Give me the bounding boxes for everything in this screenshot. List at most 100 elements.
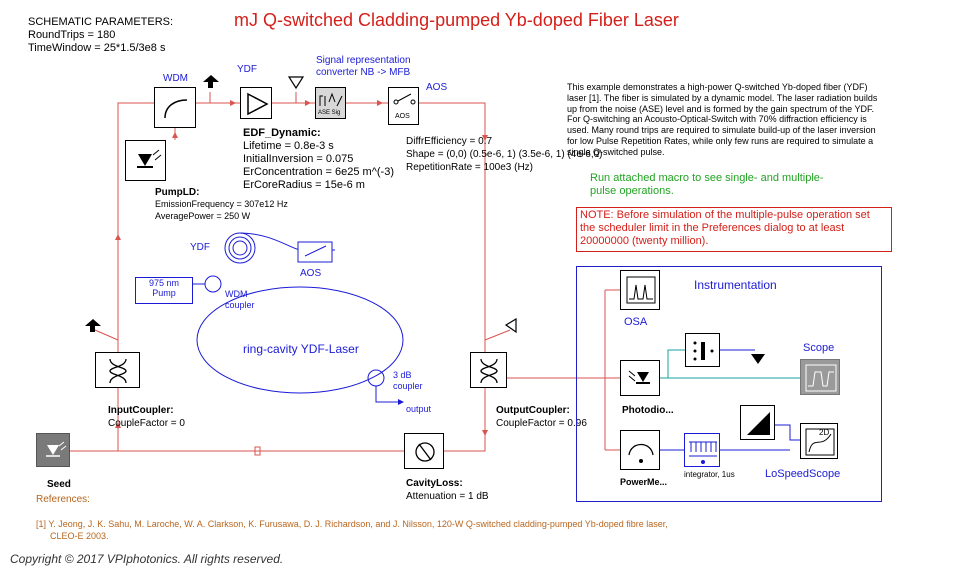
wdm-label: WDM	[163, 73, 188, 84]
ramp-component[interactable]	[740, 405, 775, 440]
aos-shape: Shape = (0,0) (0.5e-6, 1) (3.5e-6, 1) (4…	[406, 149, 603, 160]
amplifier-triangle-icon	[247, 92, 269, 116]
edf-initial-inversion: InitialInversion = 0.075	[243, 153, 354, 165]
instrumentation-box	[576, 266, 882, 502]
ring-wdm-label-1: WDM	[225, 289, 248, 299]
port-arrow-up-icon[interactable]	[202, 74, 220, 90]
osa-component[interactable]	[620, 270, 660, 310]
ring-coupler-label-2: coupler	[393, 381, 423, 391]
note-box: NOTE: Before simulation of the multiple-…	[576, 207, 892, 252]
wdm-icon	[164, 99, 188, 119]
powermeter-label: PowerMe...	[620, 477, 668, 487]
pump-ld-component[interactable]	[125, 140, 166, 181]
output-coupler-factor: CoupleFactor = 0.96	[496, 418, 587, 429]
seed-component[interactable]	[36, 433, 70, 467]
reference-line-2: CLEO-E 2003.	[50, 531, 109, 541]
powermeter-component[interactable]	[620, 430, 660, 470]
macro-hint-line-1[interactable]: Run attached macro to see single- and mu…	[590, 172, 824, 184]
signal-converter-component[interactable]: ASE Sig	[315, 87, 346, 119]
aos-component[interactable]: AOS	[388, 87, 419, 125]
wdm-component[interactable]	[154, 87, 196, 128]
pump-average-power: AveragePower = 250 W	[155, 211, 251, 221]
macro-hint-line-2[interactable]: pulse operations.	[590, 185, 674, 197]
ring-cavity-title: ring-cavity YDF-Laser	[243, 342, 359, 356]
lowspeed-scope-component[interactable]: 2D	[800, 423, 838, 459]
seed-laser-icon	[46, 441, 67, 457]
signal-converter-label-1: Signal representation	[316, 55, 411, 66]
scope-label: Scope	[803, 342, 835, 354]
ring-pump-line-1: 975 nm	[148, 278, 180, 288]
photodiode-component[interactable]	[620, 360, 660, 396]
instrumentation-title: Instrumentation	[694, 278, 777, 292]
round-trips-param: RoundTrips = 180	[28, 29, 116, 41]
instrument-wires	[660, 349, 800, 379]
scope-component[interactable]	[800, 359, 840, 395]
cavity-loss-attenuation: Attenuation = 1 dB	[406, 491, 489, 502]
attenuator-icon	[415, 442, 435, 462]
photodiode-icon	[628, 370, 650, 384]
output-branch-wires	[507, 289, 620, 451]
ase-sig-text: ASE Sig	[318, 110, 341, 116]
cavity-loss-name: CavityLoss:	[406, 478, 463, 489]
cavity-loss-component[interactable]	[404, 433, 444, 469]
sampler-icon	[693, 341, 714, 361]
seed-label: Seed	[47, 479, 71, 490]
aos-label: AOS	[426, 82, 448, 93]
ramp-triangle-icon	[747, 412, 770, 435]
edf-dynamic-name: EDF_Dynamic:	[243, 127, 321, 139]
ground-down-arrow-icon	[751, 354, 765, 364]
coupler-x-icon	[480, 358, 498, 384]
integrator-label: integrator, 1us	[684, 470, 735, 479]
switch-icon	[393, 93, 416, 105]
output-port-icon[interactable]	[504, 318, 518, 334]
pump-ld-name: PumpLD:	[155, 187, 200, 198]
ring-cavity-sketch	[193, 232, 404, 403]
ring-pump-box: 975 nm Pump	[135, 277, 193, 304]
ydf-label: YDF	[237, 64, 257, 75]
schematic-params-heading: SCHEMATIC PARAMETERS:	[28, 16, 174, 28]
output-coupler-name: OutputCoupler:	[496, 405, 570, 416]
wire-arrows	[115, 100, 488, 456]
example-description: This example demonstrates a high-power Q…	[567, 82, 878, 157]
twod-text: 2D	[819, 428, 830, 437]
reference-line-1: [1] Y. Jeong, J. K. Sahu, M. Laroche, W.…	[36, 519, 668, 529]
time-window-param: TimeWindow = 25*1.5/3e8 s	[28, 42, 166, 54]
edf-concentration: ErConcentration = 6e25 m^(-3)	[243, 166, 394, 178]
powermeter-icon	[628, 443, 654, 463]
copyright-text: Copyright © 2017 VPIphotonics. All right…	[10, 552, 284, 566]
instrument-wires-dark	[660, 349, 800, 451]
converter-icon	[319, 92, 343, 107]
output-coupler-component[interactable]	[470, 352, 507, 388]
aos-diffr-efficiency: DiffrEfficiency = 0.7	[406, 136, 493, 147]
lowspeed-scope-label: LoSpeedScope	[765, 468, 841, 480]
edf-lifetime: Lifetime = 0.8e-3 s	[243, 140, 334, 152]
integrator-icon	[689, 441, 717, 464]
edf-core-radius: ErCoreRadius = 15e-6 m	[243, 179, 365, 191]
ring-aos-label: AOS	[300, 268, 322, 279]
input-port-arrow-icon[interactable]	[84, 318, 102, 334]
main-ring-wires	[70, 92, 511, 452]
references-label: References:	[36, 494, 90, 505]
integrator-component[interactable]	[684, 433, 720, 467]
input-coupler-factor: CoupleFactor = 0	[108, 418, 185, 429]
osa-label: OSA	[624, 316, 648, 328]
aos-repetition-rate: RepetitionRate = 100e3 (Hz)	[406, 162, 534, 173]
coupler-x-icon	[109, 358, 127, 384]
scope-2d-icon	[805, 428, 835, 456]
input-coupler-component[interactable]	[95, 352, 140, 388]
aos-icon-text: AOS	[395, 113, 410, 120]
antenna-port-icon[interactable]	[288, 76, 304, 90]
scope-waveform-icon	[805, 364, 837, 392]
sampler-component[interactable]	[685, 333, 720, 367]
ydf-amplifier-component[interactable]	[240, 87, 272, 119]
pump-emission-frequency: EmissionFrequency = 307e12 Hz	[155, 199, 288, 209]
ring-wdm-label-2: coupler	[225, 300, 255, 310]
osa-spectrum-icon	[626, 276, 656, 304]
signal-converter-label-2: converter NB -> MFB	[316, 67, 411, 78]
page-title: mJ Q-switched Cladding-pumped Yb-doped F…	[234, 10, 679, 30]
ring-ydf-label: YDF	[190, 242, 210, 253]
input-coupler-name: InputCoupler:	[108, 405, 174, 416]
ring-output-label: output	[406, 404, 432, 414]
ring-pump-line-2: Pump	[152, 288, 176, 299]
